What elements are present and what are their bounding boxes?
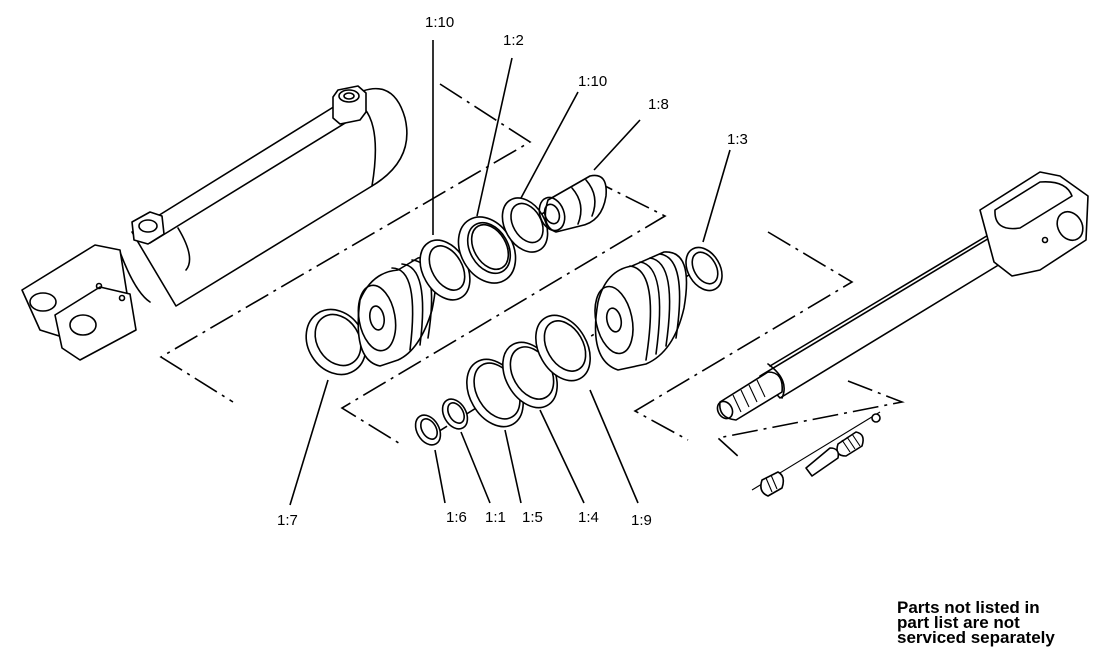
part-1-10-ring-b <box>501 197 549 253</box>
enclosure-valve <box>716 380 905 459</box>
part-1-9-piston <box>594 251 688 371</box>
part-1-2-seal <box>457 216 517 284</box>
leader-lines <box>289 40 731 506</box>
callout-1-4: 1:4 <box>578 509 599 526</box>
service-note-line-2: part list are not <box>897 613 1020 632</box>
part-1-1-oring <box>441 398 469 430</box>
part-1-6-ring <box>414 414 442 446</box>
part-1-8-nut <box>538 174 607 233</box>
cylinder-barrel <box>21 85 408 361</box>
callout-labels: 1:10 1:2 1:10 1:8 1:3 1:7 1:6 1:1 1:5 1:… <box>277 14 748 529</box>
callout-1-2: 1:2 <box>503 32 524 49</box>
callout-1-1: 1:1 <box>485 509 506 526</box>
valve-assembly <box>751 411 881 497</box>
callout-1-10-a: 1:10 <box>425 14 454 31</box>
enclosure-middle <box>340 177 667 446</box>
enclosure-upper <box>159 83 532 403</box>
callout-1-5: 1:5 <box>522 509 543 526</box>
callout-1-8: 1:8 <box>648 96 669 113</box>
callout-1-10-b: 1:10 <box>578 73 607 90</box>
callout-1-9: 1:9 <box>631 512 652 529</box>
piston-rod <box>716 171 1089 421</box>
part-gland-head <box>357 256 437 367</box>
service-note: Parts not listed in part list are not se… <box>897 598 1102 647</box>
callout-1-6: 1:6 <box>446 509 467 526</box>
callout-1-7: 1:7 <box>277 512 298 529</box>
part-1-7-wiper <box>305 308 367 376</box>
callout-1-3: 1:3 <box>727 131 748 148</box>
part-1-3-ring <box>685 246 723 292</box>
part-1-4-ring-b <box>535 314 591 382</box>
service-note-line-3: serviced separately <box>897 628 1055 647</box>
enclosure-rod <box>633 231 854 441</box>
service-note-line-1: Parts not listed in <box>897 598 1040 617</box>
